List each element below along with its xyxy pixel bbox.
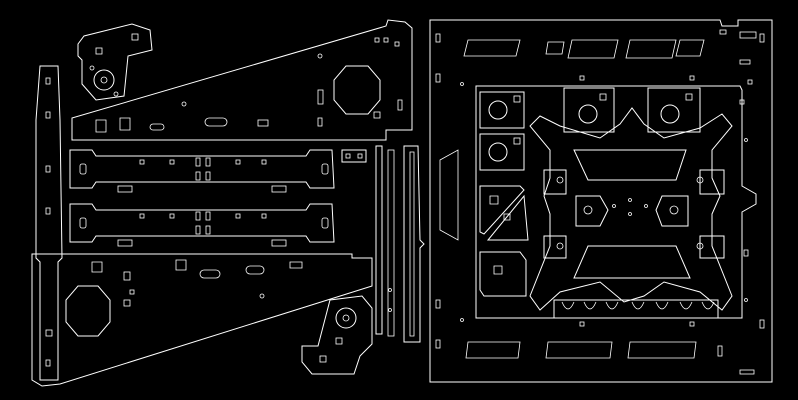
center-rails — [375, 145, 425, 343]
small-clip — [341, 149, 367, 163]
upper-plate-octagon-cutout — [333, 65, 381, 115]
heatbed-carrier — [475, 85, 757, 319]
motor-bracket-bottom — [301, 295, 373, 375]
beam-upper — [69, 149, 335, 193]
lower-side-plate — [31, 253, 373, 387]
beam-lower — [69, 203, 335, 247]
cable-comb — [553, 299, 719, 319]
lower-plate-octagon-cutout — [65, 285, 111, 337]
upper-side-plate — [71, 19, 413, 141]
y-carriage — [529, 107, 733, 311]
left-vertical-rail — [35, 65, 63, 381]
frame-panel — [429, 19, 773, 383]
motor-bracket-top — [77, 23, 153, 101]
